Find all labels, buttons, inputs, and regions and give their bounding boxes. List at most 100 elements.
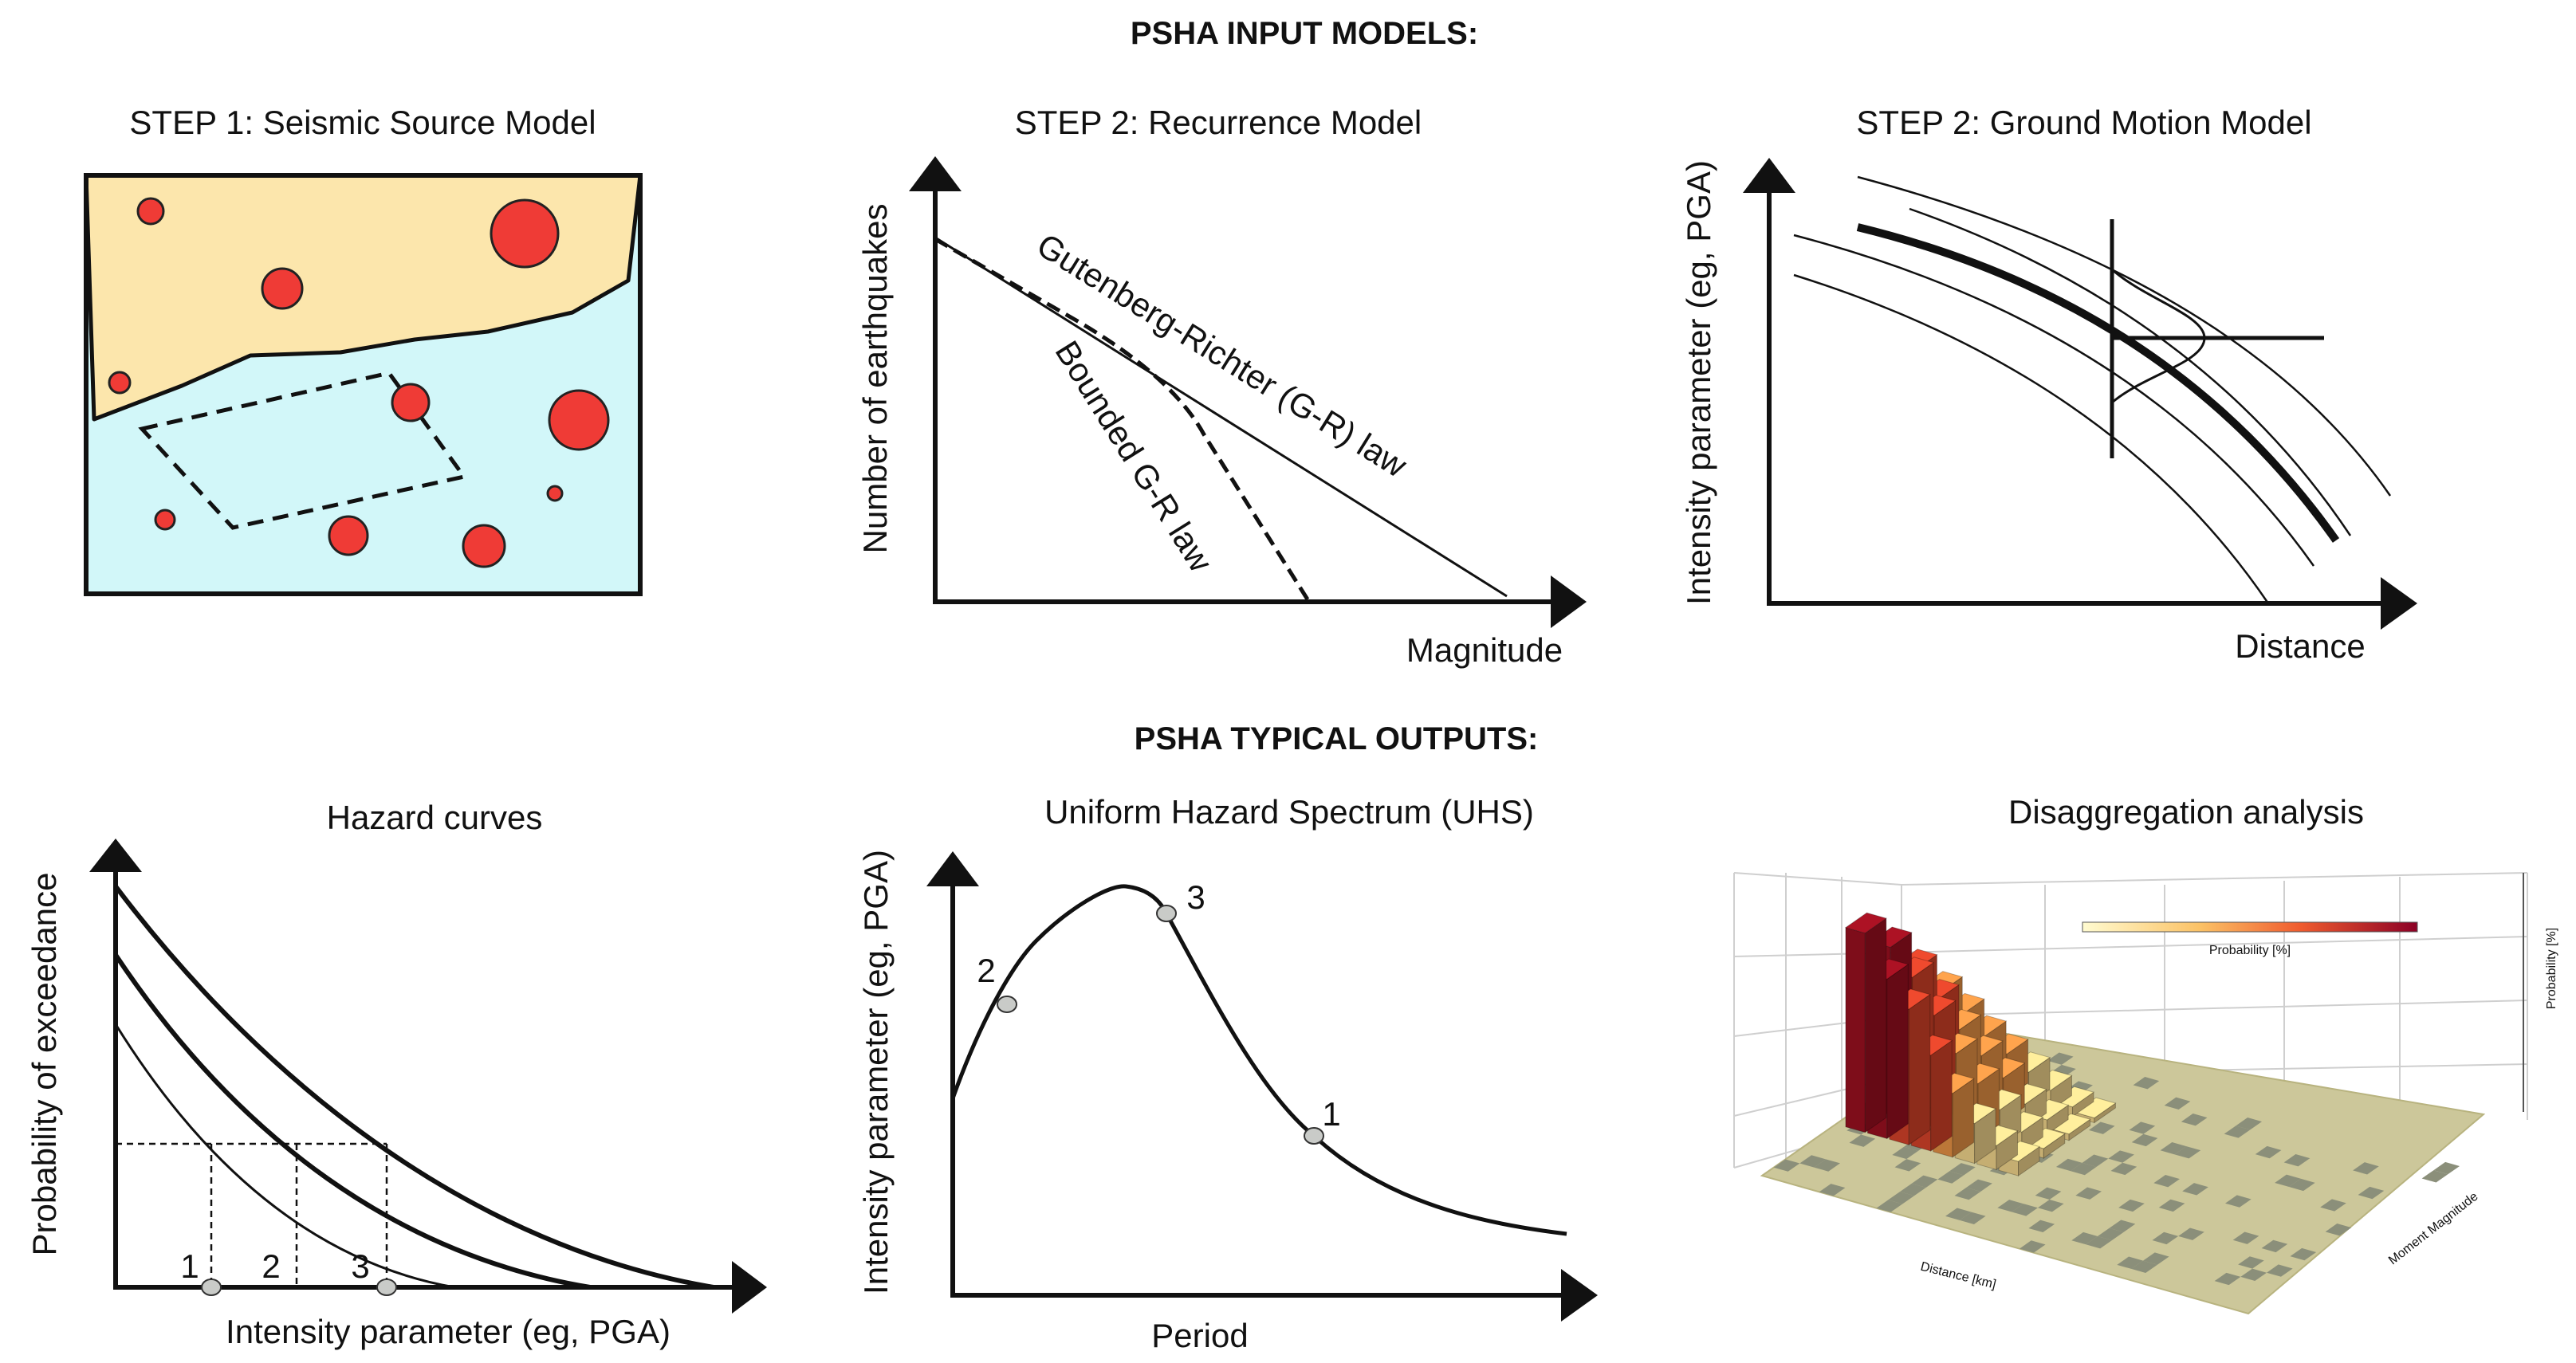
- disagg-cell: [1911, 1175, 1938, 1188]
- source-point: [154, 509, 176, 531]
- disagg-cell: [2178, 1227, 2204, 1240]
- disagg-cell: [2275, 1174, 2301, 1188]
- disagg-cell: [1799, 1155, 1827, 1168]
- disagg-cell: [2152, 1231, 2179, 1245]
- disagg-cell: [1773, 1159, 1800, 1172]
- disagg-cell: [1966, 1179, 1992, 1192]
- disagg-cell: [2238, 1256, 2264, 1269]
- disagg-cell: [2433, 1161, 2460, 1175]
- disagg-bar-face: [1886, 963, 1909, 1140]
- disagg-cell: [2082, 1154, 2109, 1167]
- hazard-point-marker: [201, 1279, 222, 1296]
- hazard-point-label: 2: [262, 1247, 280, 1285]
- disagg-cell: [2283, 1154, 2311, 1167]
- disagg-cell: [2075, 1187, 2102, 1200]
- disagg-cell: [2290, 1247, 2317, 1261]
- source-point: [490, 198, 560, 269]
- gr-law-line: [934, 236, 1508, 598]
- disagg-cell: [2133, 1077, 2160, 1090]
- disagg-cell: [2086, 1236, 2112, 1249]
- disagg-cell: [2088, 1121, 2115, 1134]
- gmm-title: STEP 2: Ground Motion Model: [1856, 104, 2311, 141]
- uhs-x-label: Period: [1151, 1317, 1248, 1354]
- disagg-cell: [2012, 1204, 2038, 1216]
- disagg-bars: [1844, 912, 2117, 1177]
- uhs-y-arrow: [926, 851, 979, 886]
- hazard-y-label: Probability of exceedance: [26, 873, 63, 1256]
- disagg-cell: [1937, 1171, 1964, 1184]
- disagg-cell: [2236, 1118, 2263, 1130]
- disagg-cell: [2028, 1220, 2055, 1233]
- recurrence-title: STEP 2: Recurrence Model: [1015, 104, 1422, 141]
- disagg-cell: [2214, 1272, 2241, 1286]
- disagg-cell: [1819, 1184, 1846, 1196]
- gmm-curve: [1857, 175, 2392, 497]
- disagg-cell: [2174, 1146, 2201, 1159]
- disagg-cell: [2353, 1162, 2379, 1175]
- uhs-spectrum-curve: [950, 884, 1567, 1236]
- hazard-curve: [114, 1023, 455, 1289]
- gmm-y-arrow: [1743, 158, 1795, 193]
- heading-typical-outputs: PSHA TYPICAL OUTPUTS:: [1135, 721, 1539, 756]
- uhs-point-label: 3: [1186, 878, 1205, 916]
- hazard-x-label: Intensity parameter (eg, PGA): [226, 1313, 671, 1350]
- disagg-cell: [2142, 1252, 2169, 1265]
- hazard-point-label: 3: [351, 1247, 369, 1285]
- recurrence-x-label: Magnitude: [1406, 631, 1563, 669]
- disagg-z-label: Probability [%]: [2545, 928, 2558, 1009]
- gmm-curve: [1909, 207, 2352, 536]
- panel-ground-motion-model: STEP 2: Ground Motion Model Intensity pa…: [1680, 104, 2417, 665]
- hazard-y-arrow: [89, 839, 142, 872]
- panel-uhs: Uniform Hazard Spectrum (UHS) 1 2 3 Inte…: [857, 793, 1598, 1354]
- disagg-cell: [2261, 1239, 2288, 1253]
- source-point: [328, 515, 369, 556]
- disagg-cell: [2055, 1158, 2082, 1172]
- areal-source-zone: [138, 371, 468, 530]
- disagg-cell: [2325, 1224, 2352, 1236]
- uhs-x-arrow: [1561, 1269, 1598, 1322]
- hazard-title: Hazard curves: [327, 799, 543, 836]
- disagg-cell: [1892, 1146, 1918, 1160]
- source-point: [261, 267, 304, 310]
- recurrence-y-label: Number of earthquakes: [856, 204, 894, 554]
- uhs-title: Uniform Hazard Spectrum (UHS): [1044, 793, 1534, 831]
- disagg-cell: [2289, 1178, 2315, 1192]
- hazard-point-label: 1: [180, 1247, 199, 1285]
- gmm-x-label: Distance: [2235, 627, 2365, 665]
- disagg-cell: [2108, 1150, 2134, 1163]
- disagg-cell: [2117, 1256, 2143, 1269]
- disagg-cell: [2035, 1187, 2062, 1200]
- disagg-cell: [2320, 1199, 2346, 1212]
- uhs-y-label: Intensity parameter (eg, PGA): [857, 850, 895, 1294]
- disagg-title: Disaggregation analysis: [2008, 793, 2364, 831]
- disagg-cell: [1899, 1183, 1926, 1196]
- disagg-cell: [2240, 1268, 2267, 1281]
- disagg-bar-face: [1845, 927, 1866, 1133]
- source-points: [108, 197, 610, 568]
- disagg-cell: [2019, 1240, 2046, 1253]
- disagg-cell: [1949, 1163, 1976, 1176]
- disagg-cell: [2129, 1121, 2156, 1134]
- uhs-point-marker: [997, 996, 1017, 1013]
- gmm-y-label: Intensity parameter (eg, PGA): [1680, 160, 1717, 605]
- uhs-point-marker: [1156, 905, 1177, 922]
- disagg-cell: [1997, 1200, 2024, 1212]
- panel-disaggregation: Disaggregation analysis Probability [%]: [1733, 793, 2558, 1315]
- disagg-colorbar: [2082, 921, 2418, 933]
- disagg-cell: [2255, 1145, 2282, 1159]
- disagg-cell: [1888, 1192, 1914, 1204]
- disagg-cell: [2181, 1114, 2208, 1126]
- disagg-x-label: Distance [km]: [1919, 1260, 1997, 1292]
- panel-source-model: STEP 1: Seismic Source Model: [84, 104, 643, 596]
- heading-input-models: PSHA INPUT MODELS:: [1131, 16, 1478, 51]
- disagg-cell: [1876, 1200, 1903, 1212]
- gmm-median-curve: [1856, 223, 2340, 543]
- disagg-cell: [1959, 1212, 1986, 1224]
- disagg-bar-face: [1930, 1039, 1953, 1152]
- disagg-cell: [2109, 1220, 2136, 1232]
- gmm-curve: [1793, 234, 2315, 567]
- source-point: [548, 389, 610, 451]
- uhs-point-label: 2: [977, 952, 995, 989]
- disagg-cell: [2131, 1133, 2158, 1147]
